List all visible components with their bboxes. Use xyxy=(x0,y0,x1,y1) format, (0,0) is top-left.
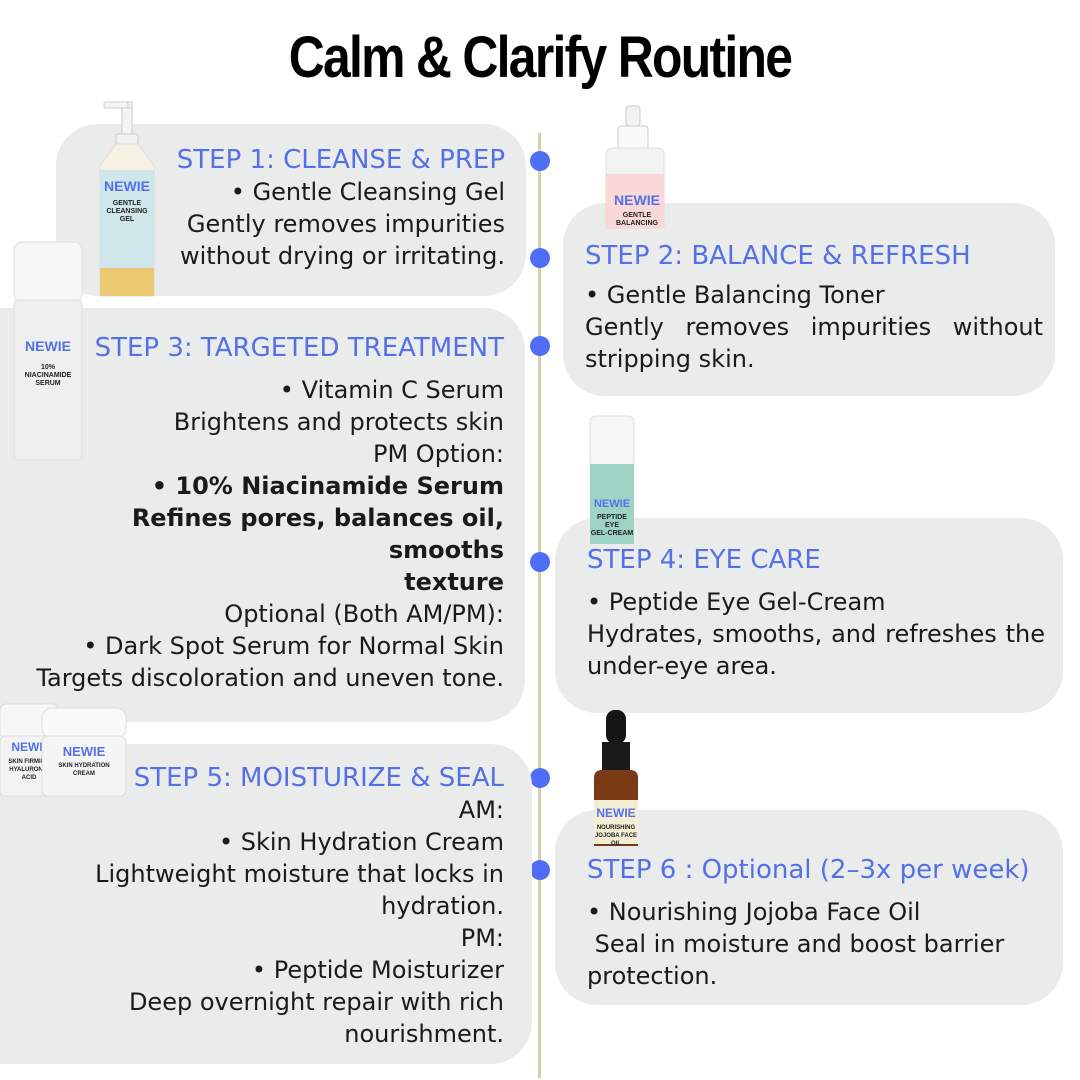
step1-product: Gentle Cleansing Gel xyxy=(120,176,505,208)
step6-desc-line2: protection. xyxy=(587,962,718,990)
step4-heading: STEP 4: EYE CARE xyxy=(587,545,821,575)
step5-pm-desc-line2: nourishment. xyxy=(344,1020,504,1048)
step3-pm-label: PM Option: xyxy=(373,440,504,468)
step5-am-desc-line2: hydration. xyxy=(381,892,504,920)
step2-heading: STEP 2: BALANCE & REFRESH xyxy=(585,241,971,271)
step3-product: Vitamin C Serum xyxy=(10,374,504,406)
step2-text: STEP 2: BALANCE & REFRESH Gentle Balanci… xyxy=(585,240,1043,375)
step6-desc-line1: Seal in moisture and boost barrier xyxy=(587,930,1005,958)
hydration-cream-brand-logo: NEWIE xyxy=(62,744,106,759)
step4-desc: Hydrates, smooths, and refreshes the und… xyxy=(587,620,1045,680)
step3-pm-desc-line2: texture xyxy=(404,568,504,596)
jojoba-oil-brand-logo: NEWIE xyxy=(596,806,636,820)
niacinamide-serum-brand-logo: NEWIE xyxy=(25,338,71,354)
timeline-dot-step1 xyxy=(530,151,550,171)
step4-product: Peptide Eye Gel-Cream xyxy=(587,586,1045,618)
step5-pm-product: Peptide Moisturizer xyxy=(20,954,504,986)
step5-text: STEP 5: MOISTURIZE & SEAL AM: Skin Hydra… xyxy=(20,762,504,1050)
timeline-dot-step3 xyxy=(530,336,550,356)
step3-text: STEP 3: TARGETED TREATMENT Vitamin C Ser… xyxy=(10,332,504,694)
step1-desc-line1: Gently removes impurities xyxy=(186,210,505,238)
step5-am-product: Skin Hydration Cream xyxy=(20,826,504,858)
step5-am-desc-line1: Lightweight moisture that locks in xyxy=(95,860,504,888)
step5-pm-label: PM: xyxy=(460,924,504,952)
step1-text: STEP 1: CLEANSE & PREP Gentle Cleansing … xyxy=(120,144,505,272)
page-title: Calm & Clarify Routine xyxy=(288,25,793,90)
step3-heading: STEP 3: TARGETED TREATMENT xyxy=(94,333,504,363)
step4-text: STEP 4: EYE CARE Peptide Eye Gel-Cream H… xyxy=(587,544,1045,682)
timeline-dot-step4 xyxy=(530,552,550,572)
timeline-line xyxy=(538,133,541,1078)
timeline-dot-step6 xyxy=(530,860,550,880)
step6-text: STEP 6 : Optional (2–3x per week) Nouris… xyxy=(587,854,1045,992)
timeline-dot-step2 xyxy=(530,248,550,268)
step5-am-label: AM: xyxy=(458,796,504,824)
eye-gel-brand-logo: NEWIE xyxy=(593,498,631,510)
step3-pm-product: 10% Niacinamide Serum xyxy=(10,470,504,502)
step1-desc-line2: without drying or irritating. xyxy=(180,242,505,270)
step3-desc: Brightens and protects skin xyxy=(173,408,504,436)
step2-product: Gentle Balancing Toner xyxy=(585,279,1043,311)
step6-heading: STEP 6 : Optional (2–3x per week) xyxy=(587,855,1030,885)
step3-optional-desc: Targets discoloration and uneven tone. xyxy=(36,664,504,692)
firming-cream-brand-logo: NEWIE xyxy=(11,740,51,754)
step5-heading: STEP 5: MOISTURIZE & SEAL xyxy=(133,763,504,793)
step5-pm-desc-line1: Deep overnight repair with rich xyxy=(128,988,504,1016)
step1-heading: STEP 1: CLEANSE & PREP xyxy=(176,145,505,175)
step5-card xyxy=(0,744,532,1064)
step3-pm-desc-line1: Refines pores, balances oil, smooths xyxy=(131,504,504,564)
step2-desc: Gently removes impurities without stripp… xyxy=(585,313,1043,373)
balancing-toner-brand-logo: NEWIE xyxy=(614,192,660,208)
timeline-dot-step5 xyxy=(530,768,550,788)
step6-product: Nourishing Jojoba Face Oil xyxy=(587,896,1045,928)
step3-optional-product: Dark Spot Serum for Normal Skin xyxy=(10,630,504,662)
step3-optional-label: Optional (Both AM/PM): xyxy=(224,600,504,628)
